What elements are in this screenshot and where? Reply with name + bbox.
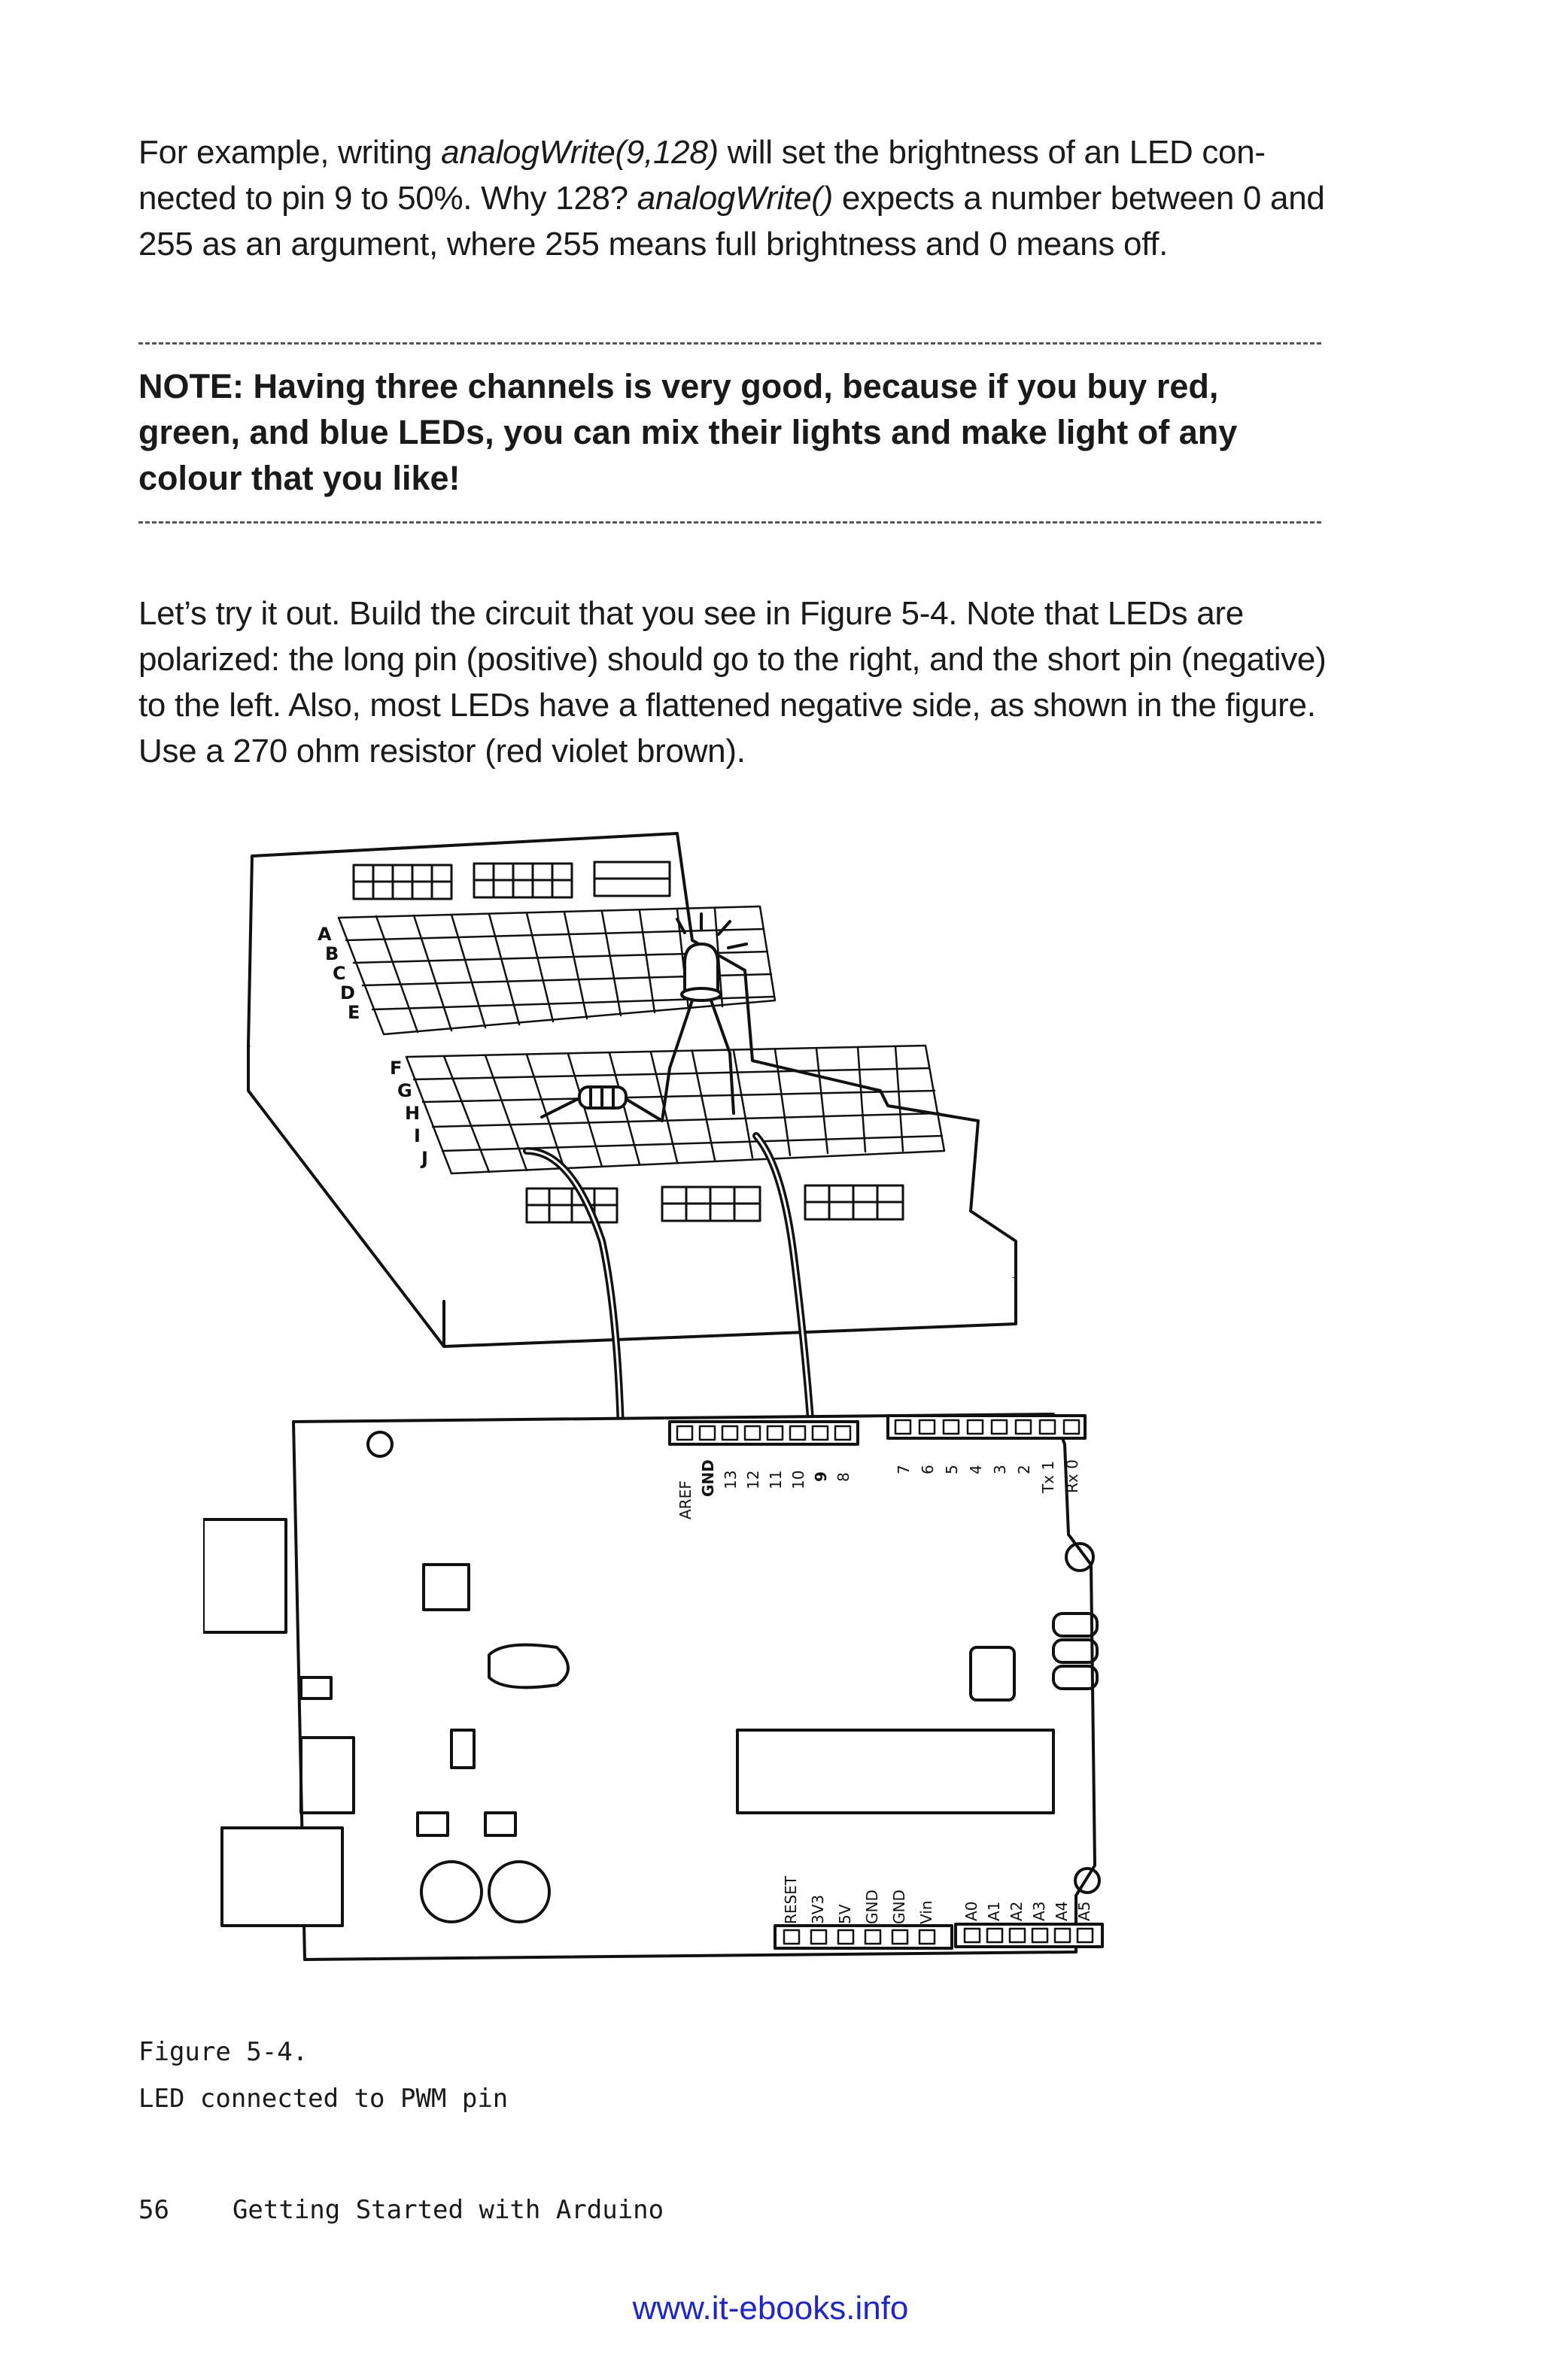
pin-label: GND [863,1890,881,1924]
pin-label: A5 [1075,1902,1093,1921]
microcontroller-chip [736,1729,1055,1814]
pin-label: RESET [782,1875,800,1924]
power-jack [220,1826,344,1927]
book-title: Getting Started with Arduino [232,2195,664,2225]
breadboard-bottom-rail [525,1184,904,1224]
pin-label: AREF [676,1480,695,1519]
breadboard-grid-top [337,905,777,1036]
pin-label: A1 [985,1902,1003,1921]
row-label: I [414,1125,421,1146]
pin-label: Rx 0 [1063,1459,1081,1493]
row-label: A [318,924,332,945]
intro-text-1: For example, writing [138,134,442,171]
breadboard-arduino-illustration: A B C D E F G H I J AREF GND 13 12 11 10… [203,832,1104,1961]
pin-label: Vin [917,1901,935,1924]
power-analog-pin-labels: RESET 3V3 5V GND GND Vin A0 A1 A2 A3 A4 … [782,1875,1093,1924]
watermark-link[interactable]: www.it-ebooks.info [632,2290,909,2327]
page-number: 56 [138,2195,169,2225]
digital-header-left [668,1420,859,1446]
header-pins [676,1419,1094,1945]
pin-label: 7 [895,1465,913,1474]
breadboard-grid-bottom [405,1044,946,1175]
pin-label: 2 [1015,1465,1033,1474]
pin-label: 3V3 [809,1895,827,1924]
pin-label: GND [699,1459,717,1497]
power-header [774,1924,953,1950]
usb-connector [203,1518,287,1634]
analog-header [954,1923,1104,1948]
instruction-paragraph: Let’s try it out. Build the circuit that… [138,595,1327,770]
intro-text-2: will set the brightness of an LED con-ne… [138,134,1266,217]
breadboard [247,832,1017,1348]
row-label: D [340,982,355,1003]
pin-label: 8 [834,1472,853,1482]
row-label: C [333,963,346,984]
row-label: F [390,1058,402,1079]
pin-label: Tx 1 [1039,1461,1057,1494]
arduino-board [203,1413,1104,1961]
pin-label: A3 [1030,1902,1048,1921]
intro-code-analogwrite: analogWrite() [637,180,833,217]
pin-label: 12 [744,1471,762,1489]
pin-label: 13 [722,1471,740,1489]
pin-label: 5 [943,1465,961,1474]
resistor [540,1085,664,1122]
pin-label: A2 [1008,1902,1026,1921]
pin-label: 4 [967,1465,985,1474]
pin-label: 9 [812,1471,830,1482]
pin-label: 11 [767,1471,785,1489]
pin-label: A0 [962,1902,980,1921]
digital-pin-labels: AREF GND 13 12 11 10 9 8 7 6 5 4 3 2 Tx … [676,1459,1081,1519]
row-label: H [405,1103,420,1124]
figure-caption-number: Figure 5-4. [138,2037,309,2067]
intro-code-analogwrite-call: analogWrite(9,128) [441,134,719,171]
page-footer: 56 Getting Started with Arduino [138,2195,664,2225]
breadboard-row-labels: A B C D E F G H I J [318,924,428,1169]
pin-label: A4 [1053,1902,1071,1921]
intro-text-3: expects a number between 0 and 255 as an… [138,180,1325,263]
led [661,912,748,1122]
note-top-divider [138,342,1321,345]
pin-label: 10 [789,1471,807,1489]
figure-caption-text: LED connected to PWM pin [138,2084,509,2114]
jumper-wires [523,1132,815,1433]
row-label: E [348,1002,360,1023]
row-label: G [397,1080,412,1101]
pin-label: 6 [919,1465,937,1474]
breadboard-top-rail [352,861,671,900]
pin-label: GND [890,1890,908,1924]
pin-label: 3 [991,1465,1009,1474]
intro-paragraph: For example, writing analogWrite(9,128) … [138,129,1327,267]
row-label: J [420,1148,428,1169]
note-bottom-divider [138,521,1321,524]
note-box: NOTE: Having three channels is very good… [138,367,1238,497]
pin-label: 5V [836,1904,854,1924]
row-label: B [325,943,339,964]
